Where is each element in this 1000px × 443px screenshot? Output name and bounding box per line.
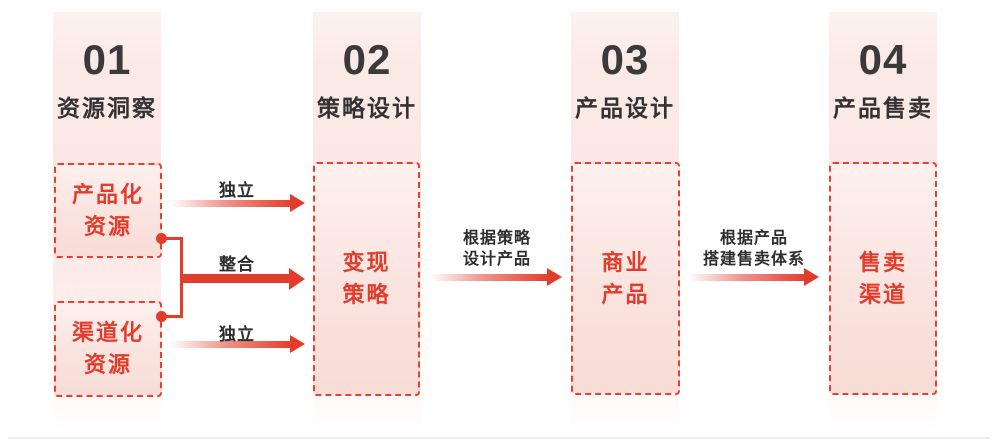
arrow-line-independent-bottom: [170, 341, 292, 348]
arrow-head-icon: [290, 335, 305, 353]
step-title: 资源洞察: [57, 95, 157, 121]
node-label-line: 资源: [83, 213, 132, 239]
bottom-divider: [8, 437, 990, 439]
connector-label-strategy-to-product: 根据策略 设计产品: [431, 228, 563, 270]
node-label-line: 商业: [601, 249, 650, 275]
bracket-stub-top: [160, 237, 183, 240]
node-channelized-resources: 渠道化 资源: [54, 301, 162, 397]
node-label-line: 渠道: [858, 281, 907, 307]
connector-label-independent-top: 独立: [219, 181, 255, 200]
connector-label-line: 搭建售卖体系: [702, 251, 805, 268]
arrow-line-strategy-to-product: [430, 274, 549, 281]
step-number: 02: [342, 36, 392, 83]
node-productized-resources: 产品化 资源: [54, 163, 162, 258]
step-number: 03: [600, 36, 650, 83]
step-title: 产品售卖: [833, 95, 933, 121]
node-label-line: 售卖: [858, 249, 907, 275]
node-label-line: 渠道化: [71, 320, 144, 345]
connector-label-integrate: 整合: [219, 255, 255, 274]
arrow-head-icon: [289, 268, 305, 290]
connector-label-line: 根据策略: [462, 230, 531, 247]
arrow-line-integrate: [181, 274, 291, 283]
step-title: 策略设计: [317, 95, 417, 121]
bracket-stub-bottom: [160, 315, 183, 318]
arrow-head-icon: [547, 268, 562, 286]
node-label-line: 资源: [83, 352, 132, 377]
arrow-head-icon: [290, 194, 305, 212]
node-label-line: 变现: [342, 250, 391, 275]
step-title: 产品设计: [575, 95, 675, 121]
node-label-line: 产品化: [71, 181, 144, 207]
step-number: 01: [82, 36, 132, 83]
step-number: 04: [858, 36, 908, 83]
node-label-line: 策略: [342, 282, 391, 307]
arrow-line-independent-top: [170, 200, 292, 207]
node-sales-channel: 售卖 渠道: [829, 162, 937, 395]
node-label-line: 产品: [601, 281, 650, 307]
node-commercial-product: 商业 产品: [571, 162, 680, 395]
arrow-line-product-to-channel: [688, 274, 806, 281]
node-monetization-strategy: 变现 策略: [313, 162, 420, 396]
connector-label-line: 根据产品: [719, 230, 788, 247]
connector-label-independent-bottom: 独立: [219, 325, 255, 344]
connector-label-product-to-channel: 根据产品 搭建售卖体系: [688, 228, 820, 270]
arrow-head-icon: [804, 268, 819, 286]
connector-label-line: 设计产品: [462, 251, 531, 268]
